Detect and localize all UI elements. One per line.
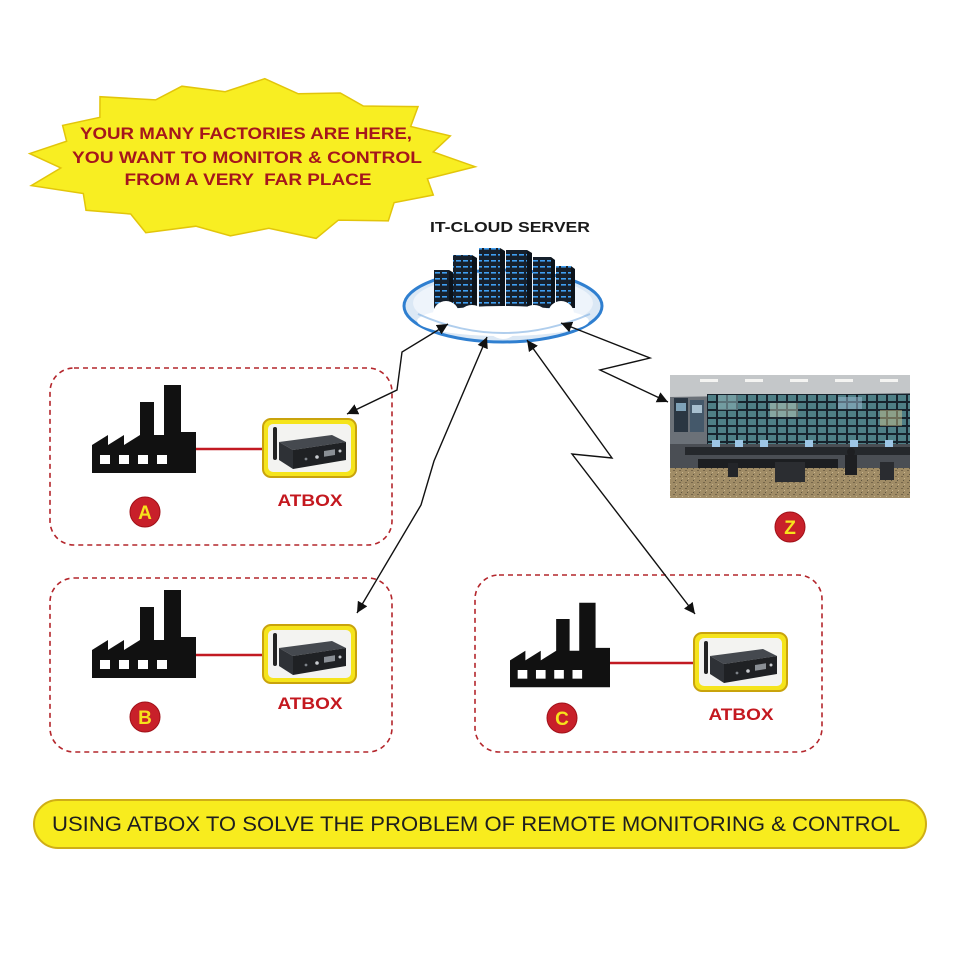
callout-text-line-2: YOU WANT TO MONITOR & CONTROL: [72, 148, 422, 167]
site-b: ATBOX B: [49, 577, 393, 753]
atbox-device-icon-b: [262, 624, 357, 684]
callout-text-line-1: YOUR MANY FACTORIES ARE HERE,: [80, 124, 412, 143]
banner: USING ATBOX TO SOLVE THE PROBLEM OF REMO…: [33, 799, 927, 849]
site-box-c: [474, 574, 823, 753]
link-arrow-b: [356, 336, 488, 614]
control-room-image: [670, 375, 910, 498]
site-badge-letter-z: Z: [784, 518, 796, 539]
site-box-a: [49, 367, 393, 546]
callout-starburst: [27, 77, 478, 240]
site-badge-letter-a: A: [138, 503, 152, 524]
site-badge-a: A: [129, 496, 161, 528]
atbox-device-icon-c: [693, 632, 788, 692]
site-badge-b: B: [129, 701, 161, 733]
site-badge-c: C: [546, 702, 578, 734]
site-c: ATBOX C: [474, 574, 823, 753]
banner-background: [33, 799, 927, 849]
site-badge-letter-c: C: [555, 709, 569, 730]
banner-text: USING ATBOX TO SOLVE THE PROBLEM OF REMO…: [52, 813, 900, 836]
link-arrow-a: [346, 323, 449, 415]
atbox-label-a: ATBOX: [278, 491, 344, 510]
site-badge-z: Z: [774, 511, 806, 543]
link-arrow-c: [526, 339, 696, 615]
lightning-arrow-icons: [346, 321, 696, 615]
server-rack-icons: [434, 248, 575, 310]
site-a: ATBOX A: [49, 367, 393, 546]
factory-icon-a: [92, 385, 196, 473]
cloud-server-icon: [402, 248, 604, 344]
factory-icon-b: [92, 590, 196, 678]
atbox-label-b: ATBOX: [278, 694, 344, 713]
cloud-label: IT-CLOUD SERVER: [430, 219, 590, 236]
atbox-label-c: ATBOX: [709, 705, 775, 724]
callout-text-line-3: FROM A VERY FAR PLACE: [125, 170, 372, 189]
link-arrow-z: [560, 321, 669, 403]
atbox-device-icon-a: [262, 418, 357, 478]
factory-icon-c: [510, 602, 610, 688]
control-center: Z: [670, 375, 910, 543]
site-badge-letter-b: B: [138, 708, 152, 729]
site-box-b: [49, 577, 393, 753]
callout: YOUR MANY FACTORIES ARE HERE, YOU WANT T…: [27, 77, 478, 240]
